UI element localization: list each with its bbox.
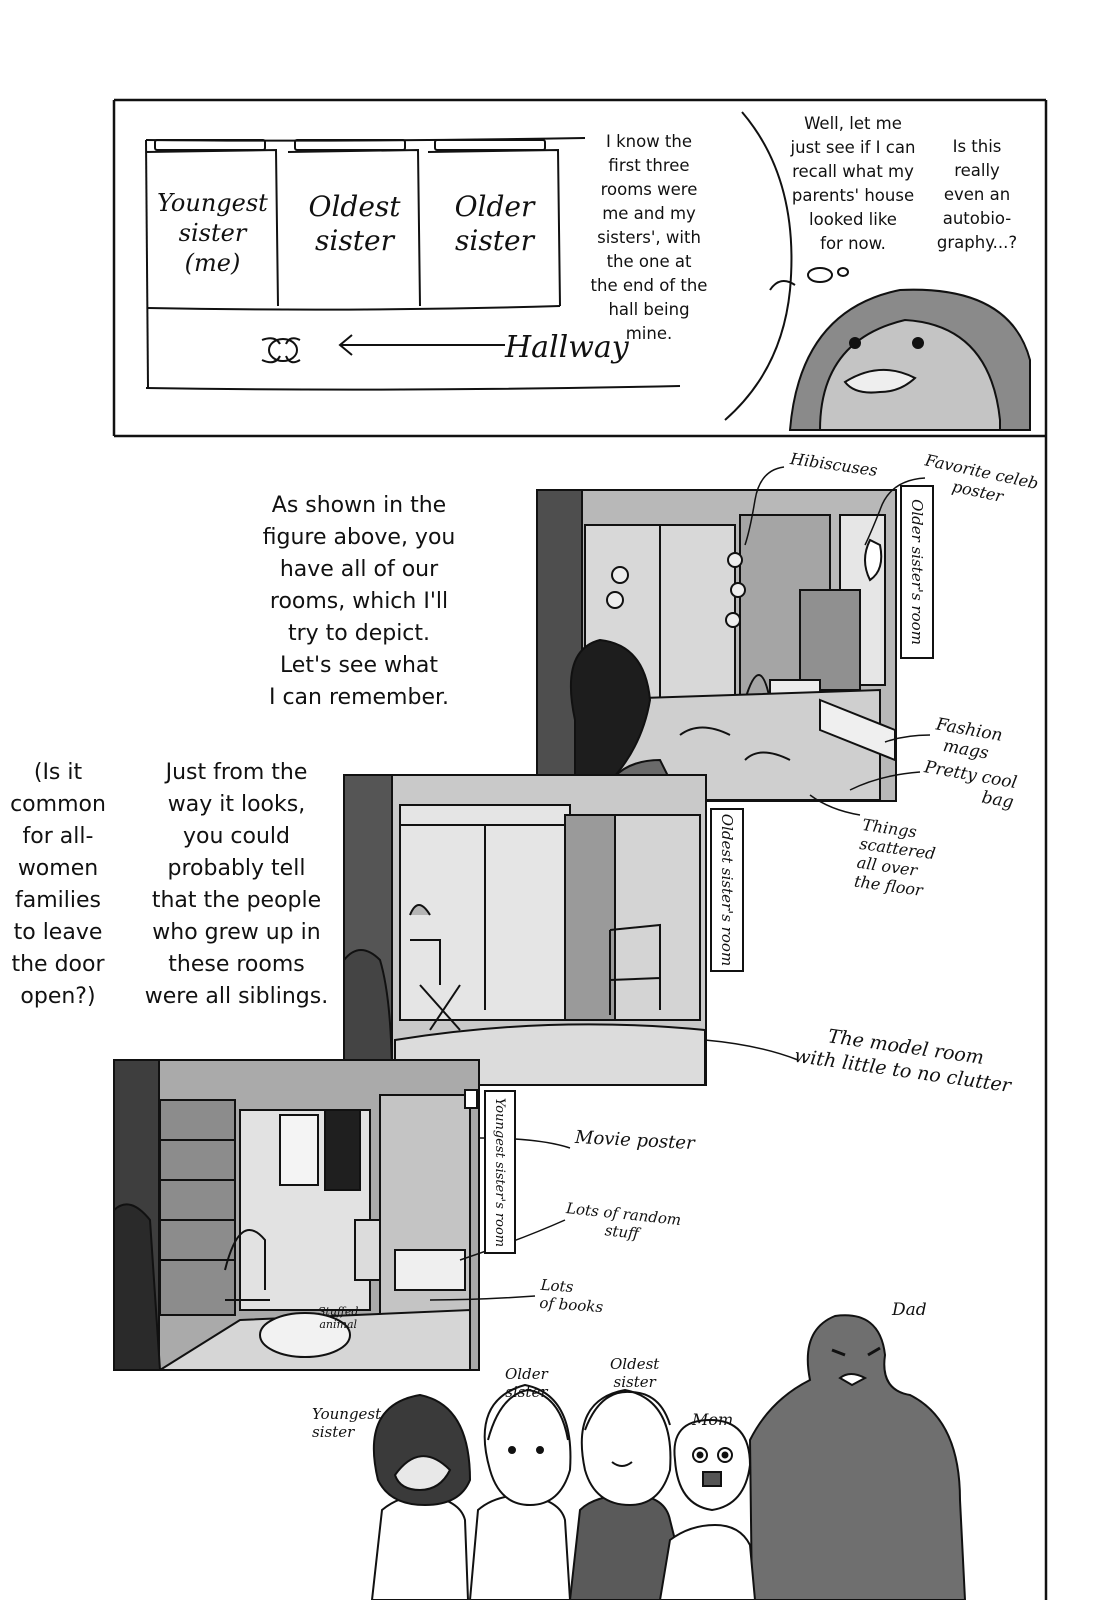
- youngest-sister-room-label-text: Youngest sister's room: [492, 1097, 508, 1247]
- aside-text: Is this really even an autobio- graphy..…: [936, 137, 1018, 252]
- older-sister-room-label: Older sister's room: [900, 485, 934, 659]
- room-label-oldest: Oldest sister: [308, 190, 401, 257]
- label-stuffed-animal: Stuffed animal: [318, 1305, 359, 1331]
- family-drawing: [370, 1314, 967, 1600]
- thinking-face-drawing: [788, 288, 1031, 431]
- oldest-sister-room-label: Oldest sister's room: [710, 808, 744, 972]
- older-sister-room-drawing: [536, 489, 897, 802]
- note-lots-of-books: Lots of books: [538, 1275, 604, 1317]
- narration-door: (Is it common for all- women families to…: [10, 760, 106, 1009]
- oldest-sister-room-drawing: [343, 774, 707, 1086]
- oldest-sister-room-label-text: Oldest sister's room: [718, 813, 737, 967]
- hallway-label: Hallway: [505, 330, 629, 365]
- family-label-oldest: Oldest sister: [610, 1355, 660, 1391]
- narration-main: As shown in the figure above, you have a…: [262, 493, 456, 710]
- youngest-sister-room-label: Youngest sister's room: [484, 1090, 516, 1254]
- family-label-older: Older sister: [505, 1365, 548, 1401]
- thought-bubble: [724, 111, 849, 421]
- room-label-older: Older sister: [454, 190, 535, 257]
- youngest-sister-room-drawing: [113, 1059, 480, 1371]
- family-label-dad: Dad: [892, 1300, 927, 1320]
- family-label-youngest: Youngest sister: [312, 1405, 382, 1441]
- annotation-lines: [429, 466, 931, 1301]
- room-label-youngest: Youngest sister (me): [157, 189, 268, 277]
- floor-plan-drawing: [145, 137, 681, 391]
- narration-siblings: Just from the way it looks, you could pr…: [144, 760, 329, 1009]
- speech-text: Well, let me just see if I can recall wh…: [790, 114, 916, 253]
- family-label-mom: Mom: [692, 1410, 734, 1429]
- note-things-floor: Things scattered all over the floor: [853, 815, 937, 900]
- thought-bubble-text: I know the first three rooms were me and…: [590, 132, 708, 343]
- older-sister-room-label-text: Older sister's room: [908, 499, 927, 645]
- top-panel-frame: [112, 98, 1048, 1600]
